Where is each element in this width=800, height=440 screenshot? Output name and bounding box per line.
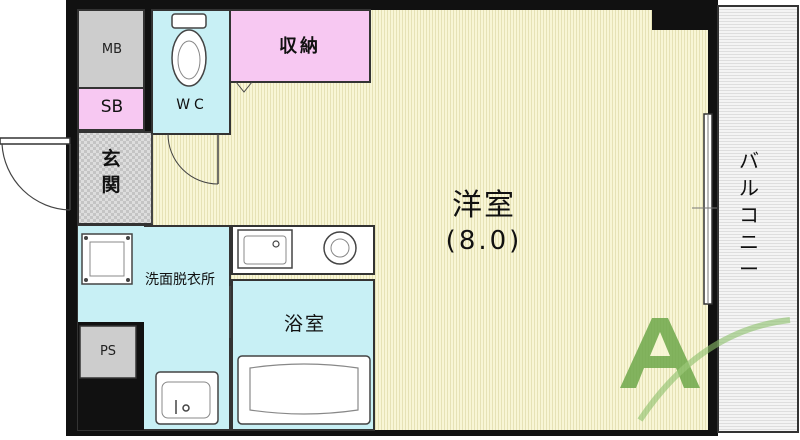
stove-icon (323, 231, 357, 265)
storage-label: 収納 (279, 36, 321, 57)
main-room-label: 洋室 (452, 188, 516, 223)
washbasin-icon (155, 371, 219, 425)
shoe-box (77, 87, 145, 131)
entrance-door-swing-icon (0, 137, 71, 211)
toilet-door-swing-icon (167, 133, 219, 185)
shoe-box-label: SB (100, 97, 124, 117)
main-room-size: (8.0) (445, 226, 523, 256)
toilet-icon (171, 13, 207, 87)
wall-notch (652, 8, 708, 30)
balcony (717, 5, 799, 433)
bathroom-label: 浴室 (283, 313, 326, 335)
entrance (77, 131, 153, 225)
assist-logo (620, 317, 791, 422)
balcony-label: バルコニー (739, 149, 759, 281)
bathtub-icon (237, 355, 371, 425)
pipe-space (79, 325, 137, 379)
toilet-label: WC (176, 97, 208, 113)
meter-box-label: MB (101, 42, 123, 57)
pipe-space-label: PS (99, 344, 117, 359)
entrance-label: 玄関 (101, 148, 121, 196)
washroom-label: 洗面脱衣所 (145, 272, 215, 288)
storage-door-mark (235, 81, 253, 93)
sink-icon (237, 229, 293, 269)
washing-machine-pan-icon (81, 233, 133, 285)
storage-closet (229, 9, 371, 83)
